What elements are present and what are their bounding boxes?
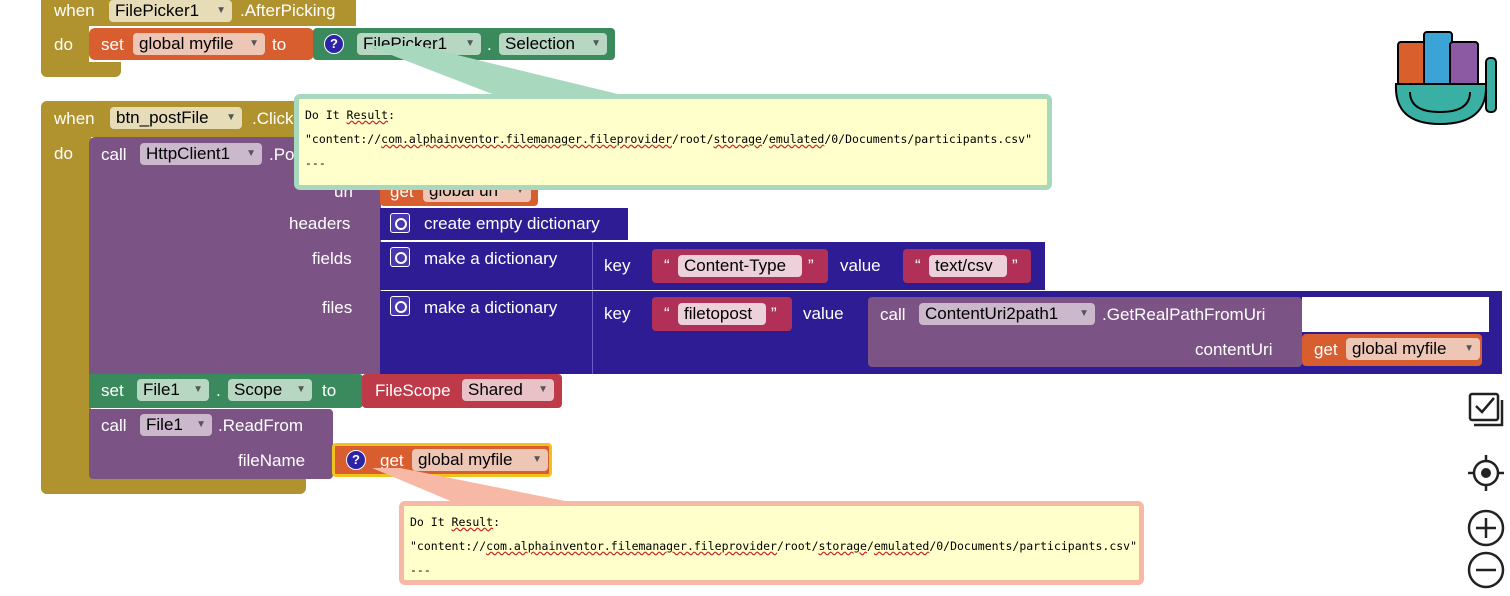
event-name: .Click [252,109,294,128]
do-label: do [54,35,73,54]
text-field-content-type[interactable]: Content-Type [678,255,802,277]
value-label: value [803,304,844,323]
help-icon[interactable]: ? [324,34,344,54]
do-label: do [54,144,73,163]
value-label: value [840,256,881,275]
variable-dropdown[interactable]: global myfile▼ [133,33,265,55]
result-value: "content://com.alphainventor.filemanager… [305,132,1033,146]
mutator-gear-icon[interactable] [390,247,410,267]
file-component-dropdown[interactable]: File1▼ [140,414,212,436]
key-label: key [604,304,631,323]
call-label: call [880,305,906,324]
button-component-dropdown[interactable]: btn_postFile▼ [110,107,242,129]
backpack-icon[interactable] [1390,24,1502,128]
content-uri-empty-area [1302,297,1489,332]
scope-dropdown[interactable]: Scope▼ [228,379,312,401]
pair-divider [592,291,593,374]
key-label: key [604,256,631,275]
call-label: call [101,416,127,435]
text-field-filetopost[interactable]: filetopost [678,303,766,325]
to-label: to [272,35,287,54]
myfile-dropdown[interactable]: global myfile▼ [412,449,548,471]
create-empty-dictionary-label: create empty dictionary [424,214,600,233]
component-dropdown[interactable]: FilePicker1▼ [109,0,232,22]
uri-component-dropdown[interactable]: ContentUri2path1▼ [919,303,1095,325]
create-empty-dictionary-block[interactable] [380,208,628,240]
file-component-dropdown[interactable]: File1▼ [137,379,209,401]
content-uri-label: contentUri [1195,340,1273,359]
do-it-result-bubble: Do It Result: "content://com.alphainvent… [399,501,1144,585]
mutator-gear-icon[interactable] [390,213,410,233]
mutator-gear-icon[interactable] [390,296,410,316]
dot-label: . [216,381,221,400]
event-name: .AfterPicking [240,1,336,20]
help-icon[interactable]: ? [346,450,366,470]
myfile-dropdown[interactable]: global myfile▼ [1346,338,1480,360]
text-field-text-csv[interactable]: text/csv [929,255,1007,277]
files-label: files [322,298,353,317]
result-separator: --- [305,156,326,170]
pair-divider [592,242,593,290]
property-dropdown[interactable]: Selection▼ [499,33,607,55]
when-label: when [54,1,95,20]
call-label: call [101,145,127,164]
get-label: get [380,451,404,470]
make-dictionary-label: make a dictionary [424,249,558,268]
result-value: "content://com.alphainventor.filemanager… [410,539,1138,553]
make-dictionary-label: make a dictionary [424,298,558,317]
uri-method-name: .GetRealPathFromUri [1102,305,1266,324]
event-block-click-foot [41,478,306,494]
event-block-click-body [41,137,91,494]
fields-label: fields [312,249,352,268]
plus-icon[interactable] [1466,508,1506,548]
result-heading: Do It Result: [410,515,501,529]
filename-label: fileName [238,451,306,470]
minus-icon[interactable] [1466,550,1506,590]
method-name: .Po [269,145,295,164]
set-scope-block[interactable] [89,374,363,408]
get-label: get [1314,340,1338,359]
set-label: set [101,381,124,400]
checklist-icon[interactable] [1468,392,1504,428]
shared-dropdown[interactable]: Shared▼ [462,379,554,401]
to-label: to [322,381,337,400]
result-separator: --- [410,563,431,577]
filescope-label: FileScope [375,381,451,400]
target-icon[interactable] [1466,453,1506,493]
event-block-afterpicking-foot [41,62,121,77]
set-label: set [101,35,124,54]
do-it-result-bubble: Do It Result: "content://com.alphainvent… [294,94,1052,190]
quote-close: ” [771,304,777,323]
http-component-dropdown[interactable]: HttpClient1▼ [140,143,262,165]
quote-open: “ [915,256,921,275]
dot-label: . [487,35,492,54]
quote-open: “ [664,256,670,275]
quote-open: “ [664,304,670,323]
quote-close: ” [1012,256,1018,275]
when-label: when [54,109,95,128]
headers-label: headers [289,214,351,233]
quote-close: ” [808,256,814,275]
result-heading: Do It Result: [305,108,396,122]
readfrom-method: .ReadFrom [218,416,304,435]
